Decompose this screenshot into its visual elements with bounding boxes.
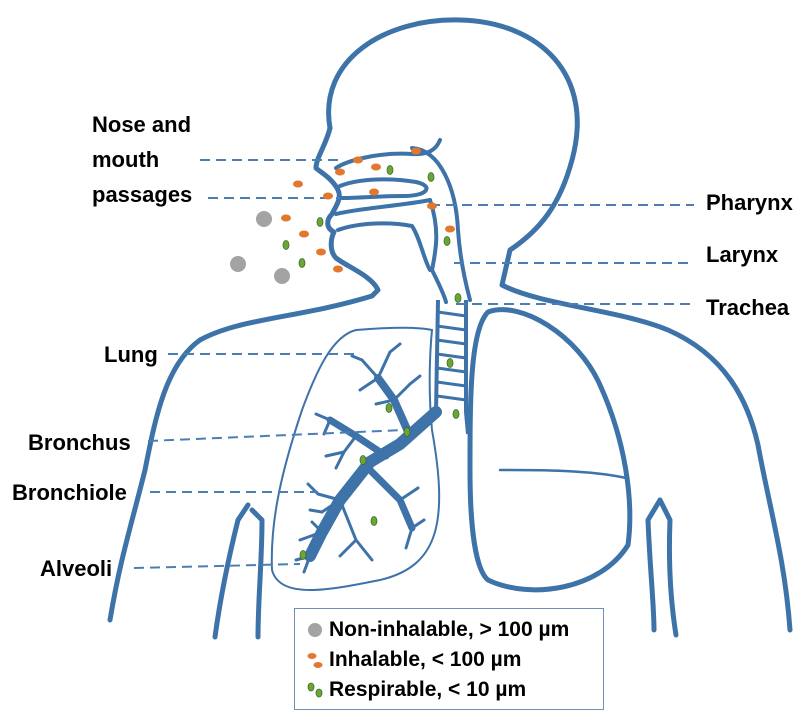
green-particle-icon	[303, 678, 327, 702]
trachea-rings	[437, 312, 466, 400]
left-lung	[272, 328, 439, 590]
label-pharynx: Pharynx	[706, 188, 793, 218]
head-outline	[329, 20, 790, 630]
label-alveoli: Alveoli	[40, 554, 112, 584]
right-arm-inner	[660, 500, 676, 635]
green-particle	[386, 404, 392, 413]
green-particle	[387, 166, 393, 175]
nasal-passage-upper	[336, 140, 440, 168]
label-larynx: Larynx	[706, 240, 778, 270]
nasal-passage-lower	[340, 179, 426, 198]
green-particle	[283, 241, 289, 250]
green-particle	[453, 410, 459, 419]
mouth-passage	[336, 200, 430, 214]
orange-particle	[369, 189, 379, 196]
legend-label: Respirable, < 10 µm	[329, 678, 526, 702]
orange-particle	[445, 226, 455, 233]
orange-particle	[281, 215, 291, 222]
gray-particle	[256, 211, 272, 227]
label-bronchiole: Bronchiole	[12, 478, 127, 508]
left-arm	[215, 505, 248, 637]
orange-particle	[411, 148, 421, 155]
label-lung: Lung	[104, 340, 158, 370]
label-nose-line3: passages	[92, 180, 192, 210]
label-nose-line1: Nose and	[92, 110, 191, 140]
pharynx-wall-front	[430, 200, 446, 302]
orange-particle	[323, 193, 333, 200]
orange-particle-icon	[303, 648, 327, 672]
left-arm-inner	[252, 510, 262, 637]
orange-particle	[371, 164, 381, 171]
right-lung-fissure	[500, 470, 626, 478]
legend-item-inhalable: Inhalable, < 100 µm	[303, 647, 521, 673]
green-particle	[299, 259, 305, 268]
trachea-right-wall	[466, 300, 468, 434]
green-particle	[300, 551, 306, 560]
orange-particle	[427, 203, 437, 210]
orange-particle	[316, 249, 326, 256]
bronchus-mid	[330, 420, 386, 456]
label-nose-line2: mouth	[92, 145, 159, 175]
green-particle	[371, 517, 377, 526]
green-particle	[428, 173, 434, 182]
right-lung	[470, 310, 630, 590]
leader-alveoli	[134, 564, 300, 568]
legend-label: Inhalable, < 100 µm	[329, 648, 521, 672]
right-arm	[648, 500, 660, 630]
orange-particle	[353, 157, 363, 164]
mouth-lower	[338, 223, 430, 270]
orange-particle	[299, 231, 309, 238]
green-particle	[360, 456, 366, 465]
gray-particles	[230, 211, 290, 284]
gray-particle	[274, 268, 290, 284]
orange-particle	[333, 266, 343, 273]
legend-item-respirable: Respirable, < 10 µm	[303, 677, 526, 703]
airway-upper	[336, 140, 470, 302]
green-particle	[455, 294, 461, 303]
green-particle	[317, 218, 323, 227]
label-trachea: Trachea	[706, 293, 789, 323]
orange-particle	[293, 181, 303, 188]
legend-item-non-inhalable: Non-inhalable, > 100 µm	[303, 617, 569, 643]
leader-lines	[134, 160, 694, 568]
pharynx-wall-back	[412, 148, 470, 300]
green-particle	[447, 359, 453, 368]
legend: Non-inhalable, > 100 µm Inhalable, < 100…	[294, 608, 604, 710]
green-particle	[404, 428, 410, 437]
label-bronchus: Bronchus	[28, 428, 131, 458]
legend-label: Non-inhalable, > 100 µm	[329, 618, 569, 642]
green-particle	[444, 237, 450, 246]
orange-particle	[335, 169, 345, 176]
gray-particle	[230, 256, 246, 272]
gray-particle-icon	[303, 618, 327, 642]
